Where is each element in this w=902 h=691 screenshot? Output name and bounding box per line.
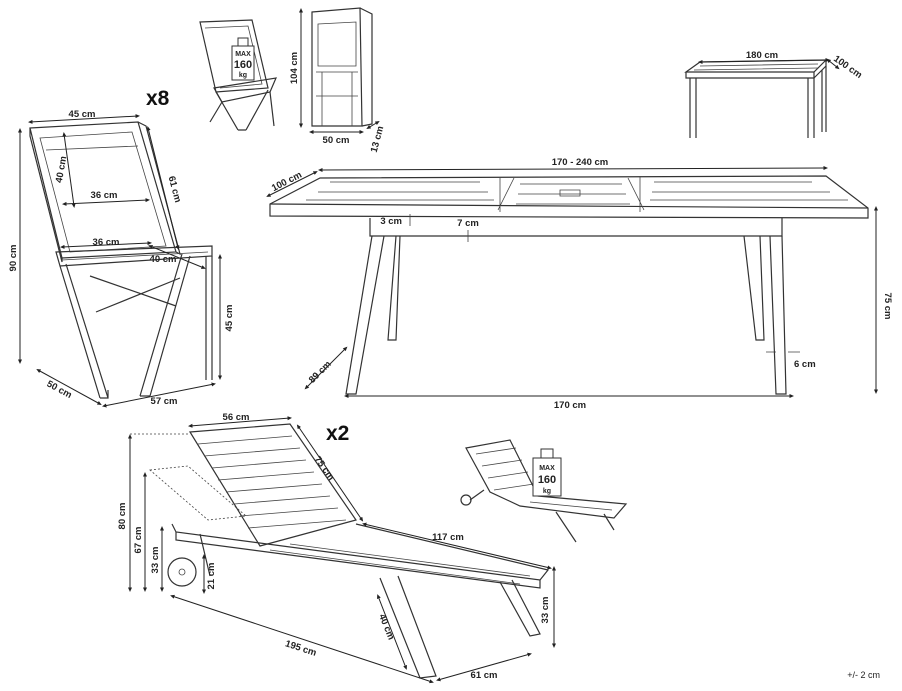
lounger-back-length-label: 75 cm xyxy=(312,454,336,482)
lounger-leg-length-label: 40 cm xyxy=(376,613,396,642)
table-length-label: 170 - 240 cm xyxy=(552,157,609,168)
table-width-label: 100 cm xyxy=(270,170,304,194)
table-leg-width-label: 6 cm xyxy=(794,359,816,370)
small-table-length-label: 180 cm xyxy=(746,50,778,61)
tolerance-note: +/- 2 cm xyxy=(847,670,880,680)
folded-depth-label: 13 cm xyxy=(369,125,387,154)
folded-width-label: 50 cm xyxy=(323,135,350,146)
chair-multiplier: x8 xyxy=(146,87,170,110)
chair-seat-width-label: 36 cm xyxy=(93,237,120,248)
badge-top: MAX xyxy=(235,51,251,58)
folded-chair: 104 cm 50 cm 13 cm xyxy=(289,7,387,154)
chair-seat-height-label: 45 cm xyxy=(224,305,235,332)
badge-top-lounger: MAX xyxy=(539,465,555,472)
table-top-thickness-label: 3 cm xyxy=(380,216,402,227)
max-load-badge-lounger: MAX 160 kg xyxy=(532,448,562,497)
chair-side-view: 45 cm 40 cm 36 cm 61 cm 90 cm 36 cm 40 c… xyxy=(8,109,235,408)
lounger-back-width-label: 56 cm xyxy=(223,412,250,423)
lounger-multiplier: x2 xyxy=(326,422,349,445)
extendable-table: 170 - 240 cm 100 cm 3 cm 7 cm 75 cm 89 c… xyxy=(266,157,893,411)
chair-back-inner-width-label: 36 cm xyxy=(91,190,118,201)
chair-top-width-label: 45 cm xyxy=(69,109,96,120)
max-load-badge: MAX 160 kg xyxy=(231,37,255,81)
lounger-height-mid-label: 67 cm xyxy=(133,527,144,554)
lounger-seat-length-label: 117 cm xyxy=(432,532,464,543)
badge-value-lounger: 160 xyxy=(538,474,556,486)
chair-total-height-label: 90 cm xyxy=(8,245,19,272)
lounger-total-length-label: 195 cm xyxy=(284,638,318,658)
table-height-label: 75 cm xyxy=(882,293,893,320)
chair-back-inner-height-label: 40 cm xyxy=(54,155,70,183)
lounger-height-max-label: 80 cm xyxy=(117,503,128,530)
folded-height-label: 104 cm xyxy=(289,52,300,84)
lounger-height-low-label: 33 cm xyxy=(150,547,161,574)
table-base-length-label: 170 cm xyxy=(554,400,586,411)
lounger: 56 cm 75 cm 80 cm 67 cm 33 cm 21 cm 117 … xyxy=(117,412,556,684)
chair-back-height-label: 61 cm xyxy=(166,175,184,204)
badge-unit: kg xyxy=(239,72,247,79)
small-table-width-label: 100 cm xyxy=(831,53,864,80)
lounger-leg-height-label: 33 cm xyxy=(540,597,551,624)
lounger-wheel-label: 21 cm xyxy=(206,563,217,590)
chair-seat-depth-label: 40 cm xyxy=(150,254,177,265)
table-apron-label: 7 cm xyxy=(457,218,479,229)
chair-base-width-label: 57 cm xyxy=(151,396,178,407)
lounger-width-label: 61 cm xyxy=(471,670,498,681)
small-table: 180 cm 100 cm xyxy=(684,50,864,138)
badge-unit-lounger: kg xyxy=(543,488,551,495)
table-leg-span-label: 89 cm xyxy=(307,359,334,386)
badge-value: 160 xyxy=(234,59,252,71)
chair-thumbnail: MAX 160 kg xyxy=(199,19,277,131)
lounger-thumbnail: MAX 160 kg xyxy=(460,439,628,543)
